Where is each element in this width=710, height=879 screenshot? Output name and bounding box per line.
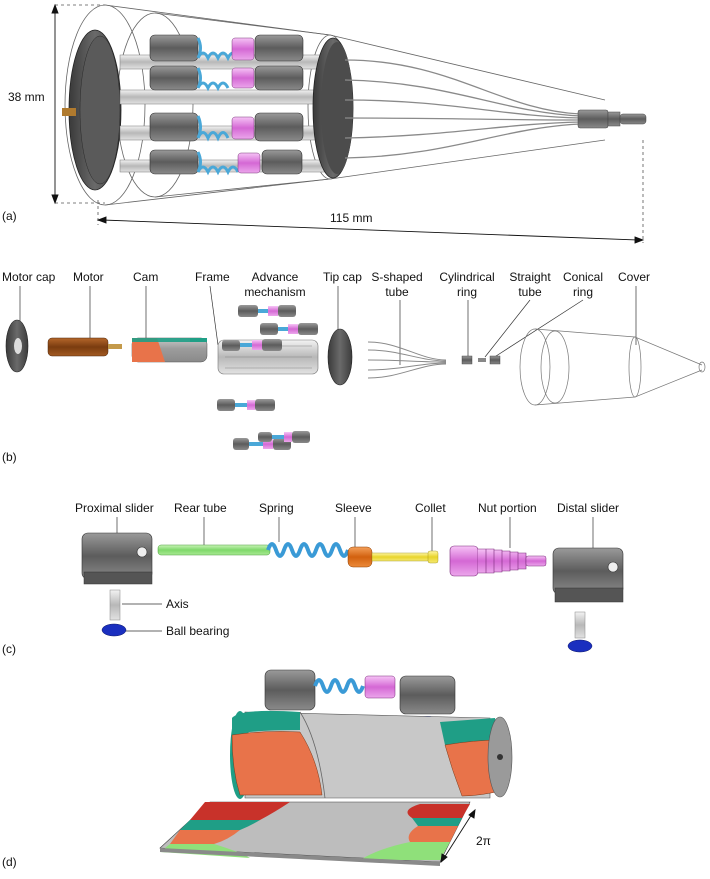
label-collet: Collet [415,501,446,515]
panel-b-exploded: Motor cap Motor Cam Frame Advance mechan… [2,270,706,464]
label-straight-tube-1: Straight [509,270,551,284]
axis-pin-proximal [109,589,121,621]
straight-tube [478,358,486,362]
motor [47,337,109,357]
label-axis: Axis [166,597,189,611]
label-advance-1: Advance [252,270,299,284]
advance-mechanism-row [149,149,303,176]
cam [131,337,208,363]
panel-a-assembly: 38 mm 115 mm (a) [2,3,647,244]
ball-bearing-distal [567,639,593,653]
label-rear-tube: Rear tube [174,501,227,515]
rear-tube [157,544,271,556]
axis-pin-distal [574,611,586,639]
advance-mechanisms-exploded [217,305,318,450]
ball-bearing-proximal [101,623,127,637]
label-advance-2: mechanism [244,285,305,299]
label-cyl-ring-1: Cylindrical [439,270,494,284]
label-s-tube-2: tube [385,285,409,299]
distal-slider [552,547,624,603]
panel-c-label: (c) [2,642,16,656]
label-conical-ring-2: ring [573,285,593,299]
label-tip-cap: Tip cap [323,270,362,284]
label-cover: Cover [618,270,650,284]
s-shaped-tubes [344,59,581,159]
period-label: 2π [476,834,491,848]
sleeve [347,546,373,568]
advance-mechanism-row [149,65,304,92]
label-ball-bearing: Ball bearing [166,624,229,638]
unrolled-cam-surface [159,801,471,866]
label-spring: Spring [259,501,294,515]
period-arrow [440,808,476,864]
label-straight-tube-2: tube [518,285,542,299]
mechanism-on-cam [264,669,456,724]
label-nut-portion: Nut portion [478,501,537,515]
cover-outline [64,4,606,206]
label-motor: Motor [73,270,104,284]
panel-a-label: (a) [2,209,17,223]
advance-mechanism-row [149,34,304,62]
tip-rings [577,109,647,129]
nut-portion [449,545,547,577]
label-frame: Frame [195,270,230,284]
proximal-slider [81,532,153,585]
height-dimension-label: 38 mm [8,90,45,104]
cam-cylinder [230,710,513,799]
panel-b-label: (b) [2,450,17,464]
spring [266,542,350,558]
label-sleeve: Sleeve [335,501,372,515]
label-conical-ring-1: Conical [563,270,603,284]
cylindrical-ring [461,355,473,365]
conical-ring [489,355,501,365]
cover [519,328,706,406]
advance-mechanism-row [149,112,304,142]
label-proximal-slider: Proximal slider [75,501,154,515]
label-cyl-ring-2: ring [457,285,477,299]
collet [371,550,439,564]
label-distal-slider: Distal slider [557,501,619,515]
tip-cap-b [327,328,353,386]
label-motor-cap: Motor cap [2,270,56,284]
panel-d-cam-principle: 2π (d) [2,669,513,869]
dim-construction-lines [55,4,644,243]
dimension-arrows [51,3,645,244]
leader-lines-c [116,517,594,632]
label-s-tube-1: S-shaped [371,270,422,284]
label-cam: Cam [133,270,158,284]
panel-c-advance-mechanism: Proximal slider Rear tube Spring Sleeve … [2,501,624,656]
length-dimension-label: 115 mm [330,211,372,225]
motor-shaft [62,108,76,116]
s-shaped-tube-bundle [367,341,447,379]
panel-d-label: (d) [2,855,17,869]
